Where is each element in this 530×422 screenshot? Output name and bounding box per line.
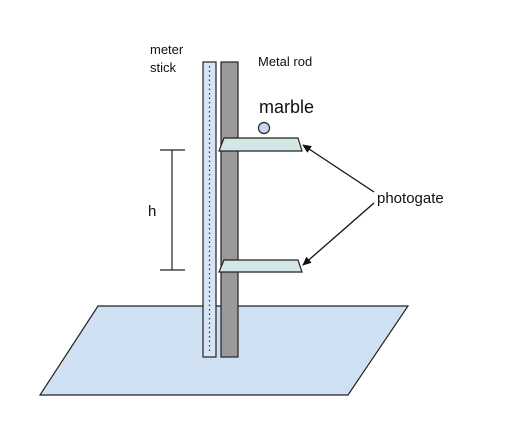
arrow-to-upper-photogate [302, 144, 375, 193]
metal-rod [220, 61, 239, 358]
label-marble: marble [259, 97, 314, 117]
height-bracket [160, 149, 185, 271]
label-height: h [148, 203, 156, 220]
photogate-upper [218, 137, 303, 152]
label-meter-stick-line1: meter [150, 42, 184, 57]
arrow-to-lower-photogate [302, 202, 375, 266]
photogate-lower [218, 259, 303, 273]
label-meter-stick-line2: stick [150, 60, 177, 75]
meter-stick [202, 61, 217, 358]
label-photogate: photogate [377, 190, 444, 207]
marble [257, 121, 271, 135]
label-metal-rod: Metal rod [258, 54, 312, 69]
